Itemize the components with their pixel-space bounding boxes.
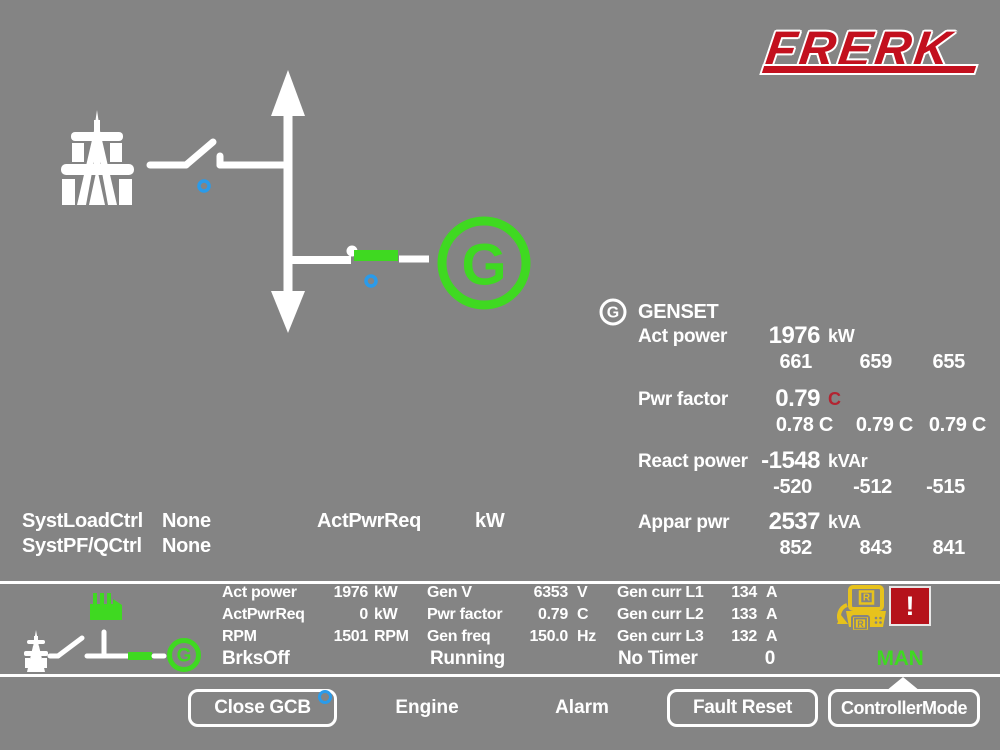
status-label: RPM bbox=[222, 628, 257, 645]
act-pwr-req-unit: kW bbox=[475, 510, 505, 532]
mini-load-icon bbox=[90, 593, 122, 620]
status-value: 134 bbox=[731, 584, 757, 601]
close-gcb-indicator-icon bbox=[318, 690, 332, 704]
genset-phase-l3: 655 bbox=[932, 351, 966, 373]
genset-header: GENSET bbox=[638, 301, 719, 323]
status-label: ActPwrReq bbox=[222, 606, 305, 623]
remote-letter-top: R bbox=[863, 593, 871, 604]
close-gcb-button[interactable]: Close GCB bbox=[188, 689, 337, 727]
remote-letter-bottom: R bbox=[857, 619, 864, 629]
status-label: Gen V bbox=[427, 584, 472, 601]
breaker-state-text: BrksOff bbox=[222, 648, 290, 669]
mini-generator-icon: G bbox=[167, 638, 201, 672]
genset-row-value: 0.79 bbox=[775, 385, 820, 412]
status-value: 0 bbox=[359, 606, 368, 623]
genset-phase-l2: 659 bbox=[859, 351, 893, 373]
genset-phase-l3: -515 bbox=[926, 476, 965, 498]
status-value: 1501 bbox=[333, 628, 369, 645]
genset-phase-l1: 852 bbox=[779, 537, 813, 559]
generator-icon: G bbox=[437, 216, 531, 310]
genset-row-unit-leading: C bbox=[828, 389, 841, 409]
syst-load-ctrl-label: SystLoadCtrl bbox=[22, 510, 143, 532]
genset-phase-l1: 661 bbox=[779, 351, 813, 373]
status-label: Gen freq bbox=[427, 628, 491, 645]
status-label: Gen curr L3 bbox=[617, 628, 704, 645]
utility-tower-icon bbox=[61, 110, 134, 205]
status-label: Gen curr L2 bbox=[617, 606, 704, 623]
alarm-exclamation: ! bbox=[905, 590, 915, 621]
status-value: 6353 bbox=[533, 584, 569, 601]
genset-phase-l2: 843 bbox=[859, 537, 893, 559]
status-unit: A bbox=[766, 606, 778, 623]
genset-row-label: Appar pwr bbox=[638, 512, 730, 533]
genset-phase-l1: 0.78 C bbox=[775, 414, 833, 436]
genset-row-unit: kW bbox=[828, 326, 855, 346]
status-label: Pwr factor bbox=[427, 606, 503, 623]
genset-row-unit: kVA bbox=[828, 512, 861, 532]
genset-phase-l3: 841 bbox=[932, 537, 966, 559]
timer-label: No Timer bbox=[618, 648, 698, 669]
oneline-diagram: G bbox=[61, 70, 531, 333]
genset-icon: G bbox=[599, 298, 627, 326]
mode-pointer-icon bbox=[886, 677, 920, 691]
genset-row-value: 1976 bbox=[768, 322, 821, 349]
status-value: 150.0 bbox=[529, 628, 568, 645]
genset-row-label: Pwr factor bbox=[638, 389, 728, 410]
engine-state-text: Running bbox=[430, 648, 505, 669]
status-unit: C bbox=[577, 606, 589, 623]
timer-value: 0 bbox=[764, 648, 776, 669]
mini-generator-letter: G bbox=[177, 646, 192, 667]
gcb-indicator-icon[interactable] bbox=[364, 274, 378, 288]
status-value: 132 bbox=[731, 628, 757, 645]
status-unit: RPM bbox=[374, 628, 409, 645]
genset-phase-l1: -520 bbox=[773, 476, 812, 498]
status-value: 1976 bbox=[333, 584, 369, 601]
genset-row-value: 2537 bbox=[768, 508, 821, 535]
fault-reset-button[interactable]: Fault Reset bbox=[667, 689, 818, 727]
status-unit: kW bbox=[374, 584, 398, 601]
syst-pf-qctrl-value: None bbox=[162, 535, 211, 557]
status-value: 0.79 bbox=[538, 606, 568, 623]
mcb-indicator-icon[interactable] bbox=[197, 179, 211, 193]
statusbar-bottom-divider bbox=[0, 674, 1000, 677]
status-unit: V bbox=[577, 584, 588, 601]
syst-load-ctrl-value: None bbox=[162, 510, 211, 532]
remote-access-icon: R R bbox=[837, 585, 886, 632]
syst-pf-qctrl-label: SystPF/QCtrl bbox=[22, 535, 142, 557]
genset-row-label: React power bbox=[638, 451, 748, 472]
gcb-breaker-closed-icon[interactable] bbox=[288, 245, 429, 264]
brand-logo-underline bbox=[761, 66, 977, 73]
mini-oneline-icon: G bbox=[24, 593, 201, 672]
status-unit: A bbox=[766, 584, 778, 601]
genset-phase-l2: -512 bbox=[853, 476, 892, 498]
generator-letter: G bbox=[461, 233, 506, 298]
genset-row-label: Act power bbox=[638, 326, 728, 347]
status-value: 133 bbox=[731, 606, 757, 623]
status-unit: A bbox=[766, 628, 778, 645]
controller-mode-text: MAN bbox=[876, 647, 924, 670]
genset-phase-l3: 0.79 C bbox=[928, 414, 986, 436]
status-label: Gen curr L1 bbox=[617, 584, 704, 601]
mini-utility-tower-icon bbox=[24, 630, 48, 672]
busbar bbox=[271, 70, 305, 333]
act-pwr-req-label: ActPwrReq bbox=[317, 510, 421, 532]
genset-row-unit: kVAr bbox=[828, 451, 868, 471]
mini-mcb-open-icon bbox=[47, 629, 131, 659]
mcb-breaker-open-icon[interactable] bbox=[146, 138, 291, 169]
alarm-indicator-icon: ! bbox=[889, 586, 931, 626]
controller-mode-button[interactable]: ControllerMode bbox=[828, 689, 980, 727]
genset-row-value: -1548 bbox=[761, 447, 820, 474]
genset-phase-l2: 0.79 C bbox=[855, 414, 913, 436]
alarm-button[interactable]: Alarm bbox=[527, 697, 637, 719]
mini-gcb-closed-icon bbox=[128, 652, 167, 660]
statusbar-top-divider bbox=[0, 581, 1000, 584]
status-label: Act power bbox=[222, 584, 297, 601]
genset-icon-letter: G bbox=[607, 305, 619, 322]
status-unit: kW bbox=[374, 606, 398, 623]
status-unit: Hz bbox=[577, 628, 596, 645]
engine-button[interactable]: Engine bbox=[372, 697, 482, 719]
